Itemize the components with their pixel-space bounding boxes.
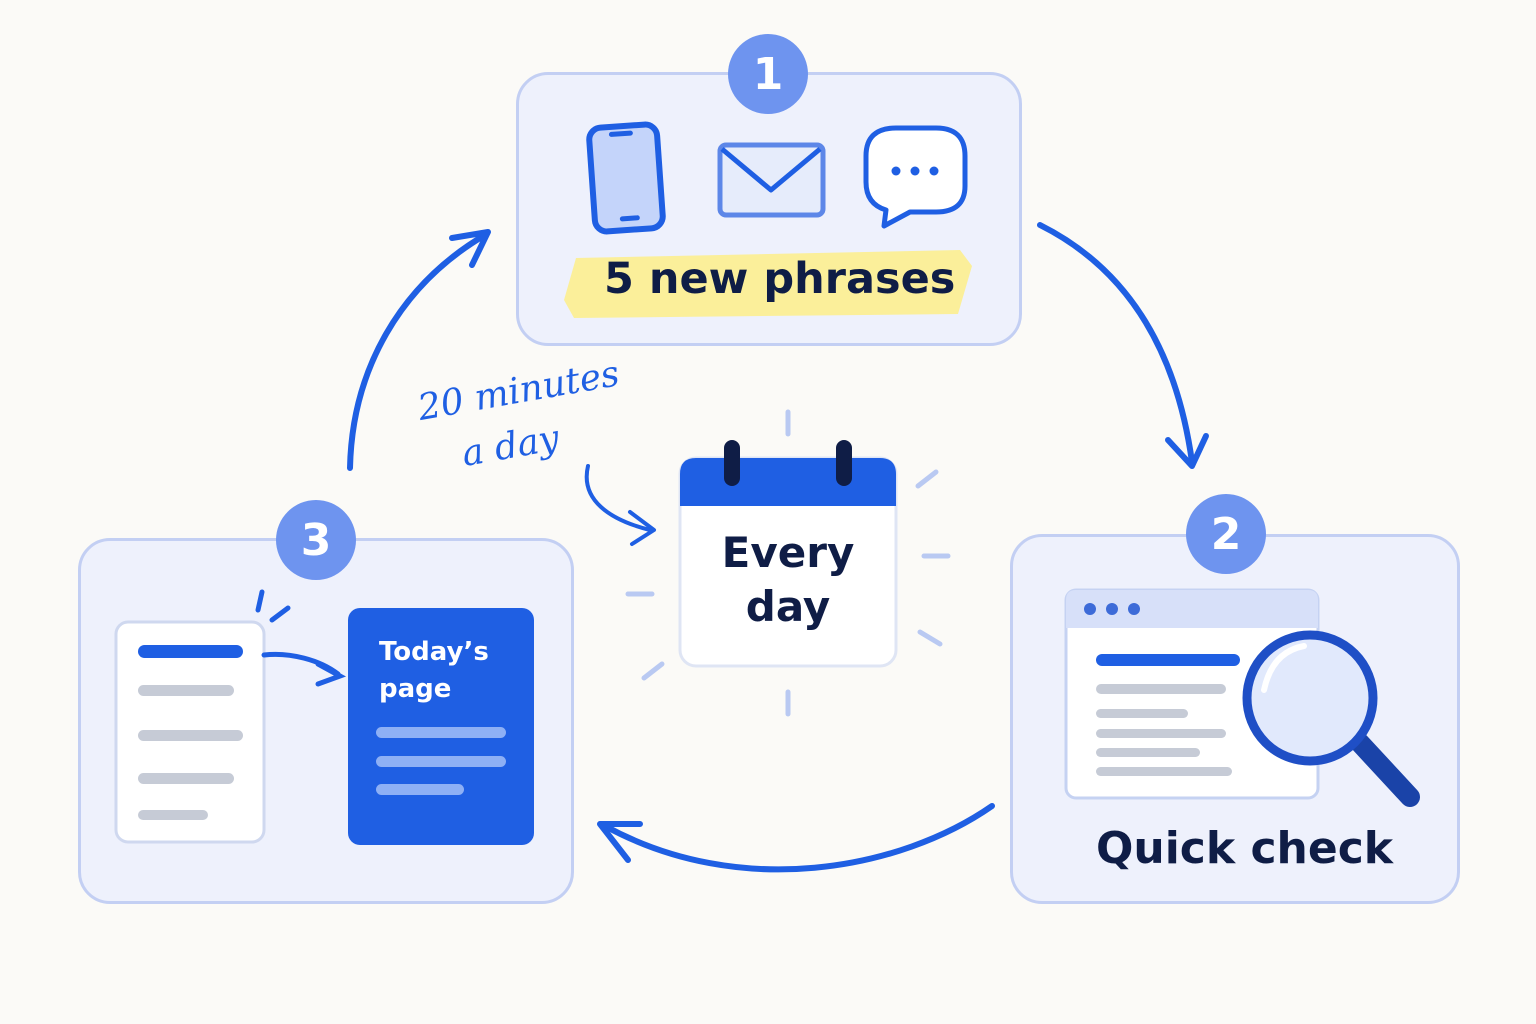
page-title-line2: page	[379, 674, 452, 704]
note-pointer-arrow-head	[628, 510, 656, 546]
center-line2: day	[745, 582, 831, 631]
note-pointer-arrow	[584, 464, 652, 532]
page-title-line1: Today’s	[379, 637, 489, 667]
step-3-badge: 3	[276, 500, 356, 580]
arrow-step1-to-step2	[1037, 222, 1195, 465]
arrow-step3-to-step1-head	[449, 229, 491, 268]
arrow-step3-to-step1	[347, 232, 488, 471]
step-2-badge: 2	[1186, 494, 1266, 574]
center-line1: Every	[721, 528, 855, 577]
step-1-badge: 1	[728, 34, 808, 114]
step-2-label: Quick check	[1096, 823, 1394, 874]
arrow-step2-to-step3-head	[597, 821, 643, 863]
arrow-step2-to-step3	[602, 803, 995, 873]
step-1-label: 5 new phrases	[604, 254, 956, 304]
arrow-step1-to-step2-head	[1165, 433, 1209, 469]
